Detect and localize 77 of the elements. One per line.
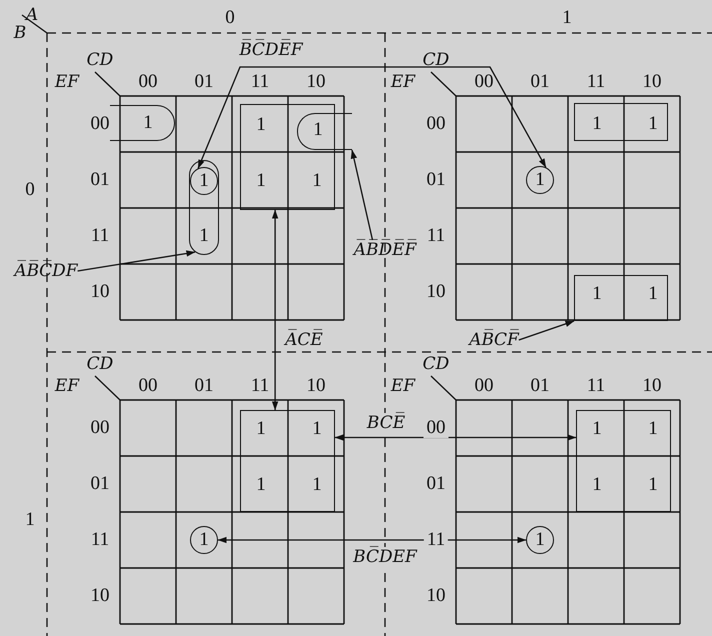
arrow [218, 536, 526, 544]
column-header: 10 [306, 376, 326, 396]
grouping-loop [297, 113, 352, 150]
cell-value: 1 [648, 114, 658, 134]
cell-value: 1 [592, 114, 602, 134]
cell-value: 1 [535, 530, 545, 550]
cell-value: 1 [592, 475, 602, 495]
grouping-rectangle [240, 410, 335, 512]
term-label: A̅B̅D̅E̅F̅ [354, 240, 416, 260]
variable-label: CD [422, 354, 450, 374]
variable-label: CD [422, 50, 450, 70]
edge-label: BCE̅ [364, 413, 408, 433]
cell-value: 1 [256, 171, 266, 191]
cell-value: 1 [143, 113, 153, 133]
row-header: 00 [424, 418, 448, 438]
axis-label: 1 [562, 8, 572, 28]
column-header: 00 [138, 376, 158, 396]
cell-value: 1 [199, 171, 209, 191]
grouping-rectangle [574, 275, 668, 321]
grouping-loop [189, 160, 219, 255]
cell-value: 1 [592, 419, 602, 439]
cell-value: 1 [256, 475, 266, 495]
grouping-rectangle [240, 104, 335, 210]
column-header: 01 [530, 376, 550, 396]
variable-label: EF [54, 376, 80, 396]
cell-value: 1 [592, 284, 602, 304]
column-header: 01 [530, 72, 550, 92]
variable-label: EF [390, 376, 416, 396]
cell-value: 1 [199, 530, 209, 550]
cell-value: 1 [648, 475, 658, 495]
column-header: 10 [642, 72, 662, 92]
axis-label: 0 [225, 8, 235, 28]
column-header: 11 [250, 376, 270, 396]
grouping-rectangle [576, 410, 671, 512]
cell-value: 1 [312, 171, 322, 191]
column-header: 00 [474, 72, 494, 92]
variable-label: CD [86, 354, 114, 374]
axis-label: 0 [25, 180, 35, 200]
circled-one [190, 526, 218, 554]
arrow [78, 250, 196, 272]
cell-value: 1 [648, 419, 658, 439]
variable-label: CD [86, 50, 114, 70]
axis-label: B [14, 23, 26, 43]
variable-label: EF [390, 72, 416, 92]
arrow [272, 210, 278, 410]
cell-value: 1 [535, 170, 545, 190]
cell-value: 1 [313, 120, 323, 140]
circled-one [190, 167, 218, 195]
cell-value: 1 [312, 475, 322, 495]
axis-label: 1 [25, 510, 35, 530]
cell-value: 1 [256, 115, 266, 135]
arrow [334, 434, 576, 441]
column-header: 11 [586, 376, 606, 396]
column-header: 01 [194, 376, 214, 396]
column-header: 00 [138, 72, 158, 92]
variable-label: EF [54, 72, 80, 92]
column-header: 11 [250, 72, 270, 92]
arrow [198, 66, 546, 169]
arrow [518, 320, 574, 341]
cell-value: 1 [648, 284, 658, 304]
grouping-rectangle [574, 103, 668, 141]
grouping-loop [110, 105, 175, 141]
arrow [350, 150, 374, 240]
column-header: 00 [474, 376, 494, 396]
column-header: 11 [586, 72, 606, 92]
term-label: A̅B̅C̅DF [14, 261, 78, 281]
circled-one [526, 526, 554, 554]
edge-label: BC̅DEF [351, 547, 419, 567]
column-header: 10 [642, 376, 662, 396]
axis-label: A [26, 5, 38, 25]
cell-value: 1 [312, 419, 322, 439]
column-header: 10 [306, 72, 326, 92]
cell-value: 1 [199, 226, 209, 246]
column-header: 01 [194, 72, 214, 92]
circled-one [526, 166, 554, 194]
cell-value: 1 [256, 419, 266, 439]
term-label: AB̅CF̅ [469, 330, 519, 350]
